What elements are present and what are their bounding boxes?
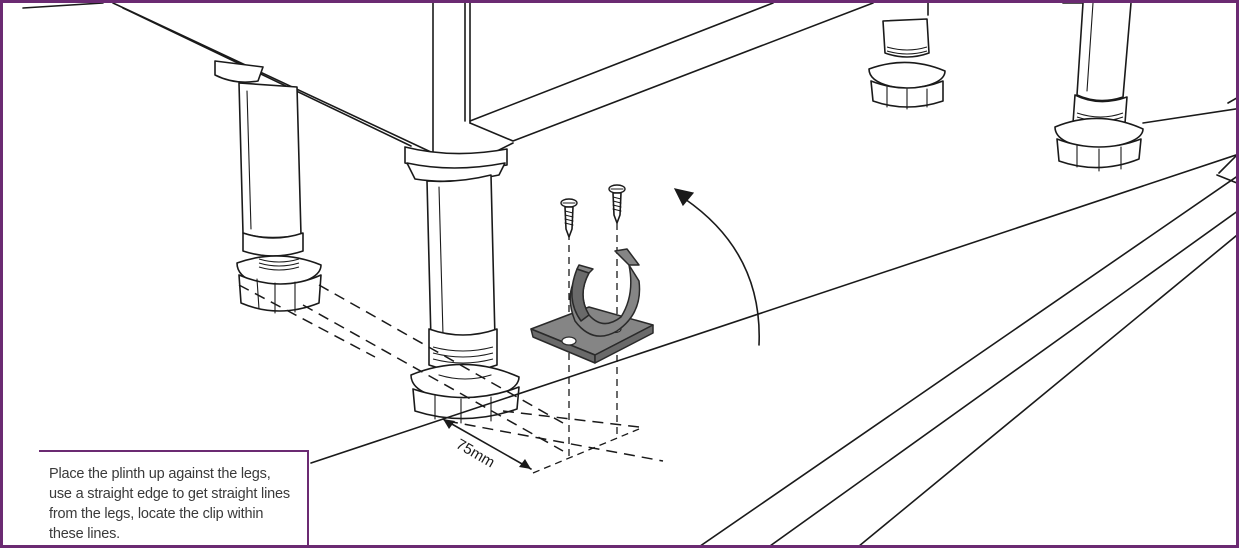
- rotation-arrow: [673, 188, 760, 346]
- assembly-diagram: 75mm: [22, 3, 1236, 545]
- dimension-label: 75mm: [453, 436, 498, 472]
- dimension-75mm: 75mm: [442, 418, 532, 472]
- instruction-box: Place the plinth up against the legs, us…: [39, 450, 309, 545]
- leg-back-right-1: [868, 18, 946, 110]
- guide-lines: [238, 199, 664, 474]
- leg-front: [404, 146, 520, 424]
- screw-right: [608, 184, 626, 224]
- cabinet-carcass: [22, 3, 1236, 164]
- screw-left: [560, 198, 578, 238]
- plinth-clip: [530, 248, 654, 364]
- leg-back-right-2: [1054, 3, 1144, 172]
- instruction-text: Place the plinth up against the legs, us…: [49, 466, 290, 542]
- leg-back-left: [214, 60, 322, 314]
- plinth-board: [310, 154, 1236, 545]
